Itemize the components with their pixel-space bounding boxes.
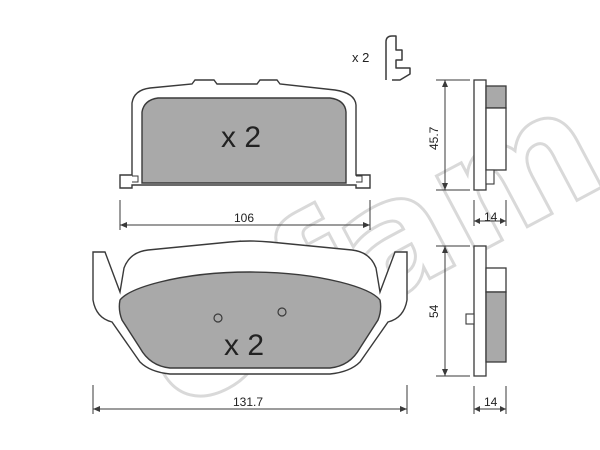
upper-pad-front-view: x 2 bbox=[119, 79, 371, 189]
lower-pad-height-label: 54 bbox=[427, 304, 441, 318]
lower-pad-side-friction bbox=[485, 291, 507, 363]
upper-pad-side-friction bbox=[485, 85, 507, 109]
lower-pad-right-pin bbox=[277, 307, 287, 317]
lower-pad-friction-material bbox=[118, 271, 382, 369]
upper-pad-thickness-label: 14 bbox=[484, 210, 498, 224]
upper-pad-width-label: 106 bbox=[234, 211, 254, 225]
upper-pad-width-dimension: 106 bbox=[119, 200, 371, 230]
lower-pad-side-backing bbox=[473, 245, 487, 377]
spring-clip-icon bbox=[385, 35, 411, 81]
upper-pad-right-ear bbox=[356, 175, 363, 183]
upper-pad-height-label: 45.7 bbox=[427, 126, 441, 150]
clip-quantity-label: x 2 bbox=[352, 50, 369, 65]
lower-pad-front-view: x 2 bbox=[92, 240, 408, 375]
upper-pad-side-view: 45.7 14 bbox=[427, 79, 507, 226]
lower-pad-thickness-label: 14 bbox=[484, 395, 498, 409]
lower-pad-left-pin bbox=[213, 313, 223, 323]
lower-pad-quantity-label: x 2 bbox=[224, 329, 264, 362]
lower-pad-side-view: 54 14 bbox=[427, 245, 507, 414]
upper-pad-side-backing bbox=[473, 79, 487, 191]
lower-pad-width-label: 131.7 bbox=[233, 395, 263, 409]
lower-pad-width-dimension: 131.7 bbox=[92, 385, 408, 414]
upper-pad-friction-material bbox=[141, 97, 347, 184]
upper-pad-quantity-label: x 2 bbox=[221, 121, 261, 154]
upper-pad-left-ear bbox=[132, 175, 139, 183]
